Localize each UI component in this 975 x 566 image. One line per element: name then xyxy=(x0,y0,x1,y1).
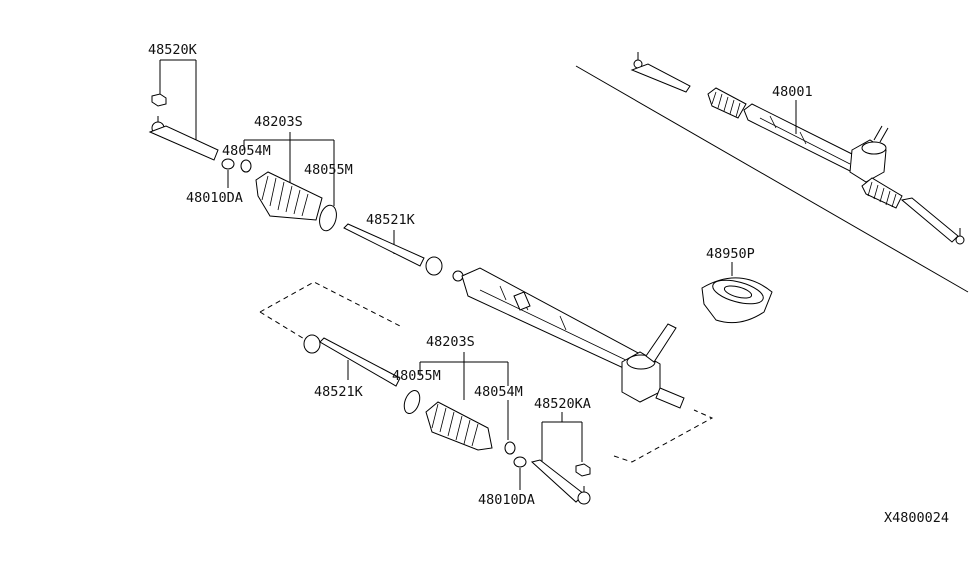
lower-tie-rod-ball-stud xyxy=(577,491,591,505)
rack-housing xyxy=(461,267,641,373)
label-clamp-large-lower: 48055M xyxy=(392,368,441,384)
inset-left-tie-rod-end xyxy=(630,63,691,93)
label-nut-upper: 48010DA xyxy=(186,190,243,206)
upper-lock-nut xyxy=(221,158,235,170)
label-tie-rod-end-lower: 48520KA xyxy=(534,396,591,412)
label-inner-socket-upper: 48521K xyxy=(366,212,416,228)
inset-rack-housing xyxy=(743,103,861,173)
inset-right-tie-rod-end xyxy=(900,197,959,243)
upper-small-clamp xyxy=(240,159,252,173)
upper-tie-rod-group: 48520K xyxy=(148,42,219,161)
lower-tie-rod-group: 48520KA 48010DA xyxy=(478,396,591,508)
inset-divider-line xyxy=(575,65,969,293)
lower-inner-socket-group: 48521K xyxy=(259,281,401,400)
upper-inner-ball-joint xyxy=(425,256,443,276)
grommet-part: 48950P xyxy=(701,246,773,324)
upper-inner-socket-group: 48521K xyxy=(343,212,443,276)
lower-lock-nut xyxy=(513,456,527,468)
lower-large-clamp xyxy=(403,389,421,415)
label-boot-kit-upper: 48203S xyxy=(254,114,303,130)
inset-right-boot xyxy=(861,177,903,209)
label-grommet: 48950P xyxy=(706,246,755,262)
label-boot-kit-lower: 48203S xyxy=(426,334,475,350)
upper-castle-nut xyxy=(151,93,167,107)
upper-boot xyxy=(255,171,323,221)
label-clamp-large-upper: 48055M xyxy=(304,162,353,178)
label-inner-socket-lower: 48521K xyxy=(314,384,364,400)
gear-assembly-inset: 48001 xyxy=(575,52,969,293)
inset-right-stud xyxy=(955,235,965,245)
upper-tie-rod-end xyxy=(148,125,219,161)
inset-left-boot xyxy=(707,87,747,119)
main-rack-assembly xyxy=(452,267,714,463)
label-tie-rod-end-upper: 48520K xyxy=(148,42,198,58)
lower-boot xyxy=(425,401,493,451)
label-gear-assembly: 48001 xyxy=(772,84,813,100)
lower-castle-nut xyxy=(575,463,591,477)
pinion-shaft xyxy=(645,323,677,363)
label-clamp-small-lower: 48054M xyxy=(474,384,523,400)
upper-lock-nut-group: 48010DA xyxy=(186,158,243,206)
lower-inner-ball-joint xyxy=(303,334,321,354)
rack-mount-bracket xyxy=(513,291,531,311)
lower-inner-rod xyxy=(319,337,401,387)
label-clamp-small-upper: 48054M xyxy=(222,143,271,159)
ghost-outline-right xyxy=(613,409,714,463)
lower-small-clamp xyxy=(504,441,516,455)
pinion-end-tube xyxy=(655,387,685,409)
lower-boot-kit-group: 48203S 48055M 48054M xyxy=(392,334,523,455)
ghost-outline-left xyxy=(259,281,401,327)
upper-boot-kit-group: 48203S 48054M 48055M xyxy=(222,114,353,232)
diagram-code: X4800024 xyxy=(884,510,949,526)
upper-large-clamp xyxy=(319,204,337,232)
label-nut-lower: 48010DA xyxy=(478,492,535,508)
upper-inner-rod xyxy=(343,223,425,267)
